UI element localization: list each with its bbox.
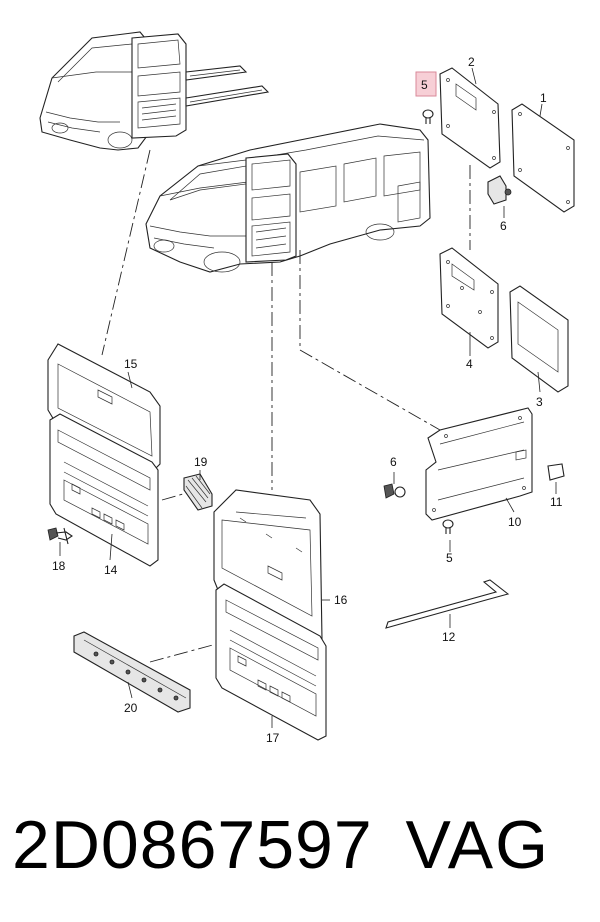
part-18-clip [47, 527, 73, 556]
part-number: 2D0867597 [12, 807, 373, 883]
part-15-upper-partition [47, 343, 161, 473]
part-3-window-panel-lower [509, 285, 569, 393]
brand-name: VAG [405, 807, 550, 883]
part-19-vent-grille [183, 473, 213, 511]
part-12-sealing-strip [385, 579, 510, 629]
callout-5-lower[interactable]: 5 [446, 551, 453, 565]
part-5-clip-upper [422, 109, 434, 124]
callout-12[interactable]: 12 [442, 630, 456, 644]
part-6-screw-lower [383, 472, 406, 499]
part-14-lower-partition [49, 413, 159, 567]
callout-11[interactable]: 11 [550, 495, 563, 509]
callout-10[interactable]: 10 [508, 515, 522, 529]
callout-6-upper[interactable]: 6 [500, 219, 507, 233]
assembly-lines [101, 149, 471, 663]
part-10-side-trim-panel [425, 407, 533, 521]
callout-1[interactable]: 1 [540, 91, 547, 105]
callout-17[interactable]: 17 [266, 731, 280, 745]
van-body-illustration [145, 123, 431, 273]
callout-16[interactable]: 16 [334, 593, 348, 607]
part-6-bracket-upper [487, 175, 512, 218]
footer: 2D0867597 VAG [0, 795, 600, 905]
leader-lines [109, 67, 543, 728]
callout-18[interactable]: 18 [52, 559, 66, 573]
callout-4[interactable]: 4 [466, 357, 473, 371]
callout-15[interactable]: 15 [124, 357, 138, 371]
part-5-clip-lower [442, 519, 454, 534]
part-1-window-panel-upper [511, 103, 575, 213]
callout-14[interactable]: 14 [104, 563, 118, 577]
callout-20[interactable]: 20 [124, 701, 138, 715]
part-2-window-frame-upper [439, 67, 501, 169]
part-17-lower-partition [215, 583, 327, 741]
callout-2[interactable]: 2 [468, 55, 475, 69]
callout-3[interactable]: 3 [536, 395, 543, 409]
part-20-mounting-strip [73, 631, 191, 713]
parts-diagram: 5 2 1 6 4 3 6 11 10 5 12 15 19 18 14 16 … [39, 31, 575, 745]
callout-labels: 5 2 1 6 4 3 6 11 10 5 12 15 19 18 14 16 … [52, 55, 563, 745]
callout-19[interactable]: 19 [194, 455, 208, 469]
callout-5-highlighted[interactable]: 5 [421, 78, 428, 92]
highlight-box [415, 71, 437, 97]
callout-6-lower[interactable]: 6 [390, 455, 397, 469]
cab-chassis-illustration [39, 31, 270, 151]
part-4-window-frame-lower [439, 247, 499, 349]
part-11-cap [547, 463, 565, 494]
